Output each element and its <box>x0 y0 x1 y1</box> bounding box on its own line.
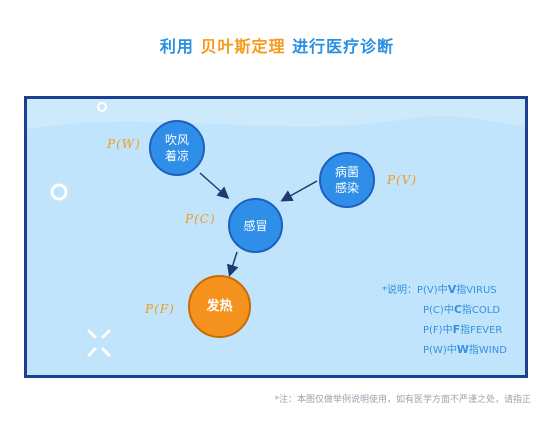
legend-prefix: P(C)中 <box>423 305 454 316</box>
title-highlight: 贝叶斯定理 <box>200 37 286 56</box>
node-wind-line2: 着凉 <box>164 149 189 163</box>
diagram-panel: 吹风 着凉 P(W) 病菌 感染 P(V) 感冒 P(C) 发热 P(F) <box>24 96 528 378</box>
edge-cold-to-fever <box>227 251 239 277</box>
legend-suffix: 指VIRUS <box>456 285 497 296</box>
legend-row-fever: P(F)中F指FEVER <box>382 320 507 340</box>
legend-row-virus: *说明：P(V)中V指VIRUS <box>382 280 507 300</box>
legend-key: V <box>447 283 457 296</box>
legend-row-cold: P(C)中C指COLD <box>382 300 507 320</box>
node-cold: 感冒 <box>228 198 283 253</box>
decor-circle-small <box>97 102 107 112</box>
node-cold-label: 感冒 <box>243 218 268 233</box>
legend-key: C <box>453 303 462 316</box>
legend-row-wind: P(W)中W指WIND <box>382 340 507 360</box>
decor-circle <box>50 183 68 201</box>
edge-virus-to-cold <box>280 180 318 202</box>
legend-prefix: *说明：P(V)中 <box>382 285 448 296</box>
node-wind: 吹风 着凉 <box>149 120 205 176</box>
legend-key: F <box>452 323 461 336</box>
legend-key: W <box>456 343 469 356</box>
legend-suffix: 指COLD <box>461 305 501 316</box>
prob-label-wind: P(W) <box>107 137 141 151</box>
sparkle-icon <box>87 329 111 357</box>
legend-suffix: 指FEVER <box>460 325 503 336</box>
legend-suffix: 指WIND <box>468 345 507 356</box>
prob-label-cold: P(C) <box>185 212 216 226</box>
title-part2: 进行医疗诊断 <box>285 37 395 56</box>
legend-prefix: P(F)中 <box>423 325 453 336</box>
title-part1: 利用 <box>159 37 201 56</box>
prob-label-fever: P(F) <box>145 302 175 316</box>
node-virus-line2: 感染 <box>334 181 359 195</box>
prob-label-virus: P(V) <box>387 173 418 187</box>
page-title: 利用 贝叶斯定理 进行医疗诊断 <box>0 33 554 57</box>
node-fever-label: 发热 <box>206 298 233 314</box>
node-fever: 发热 <box>188 275 251 338</box>
node-wind-line1: 吹风 <box>164 133 189 147</box>
node-virus: 病菌 感染 <box>319 152 375 208</box>
legend: *说明：P(V)中V指VIRUS P(C)中C指COLD P(F)中F指FEVE… <box>382 280 507 360</box>
legend-prefix: P(W)中 <box>423 345 457 356</box>
edge-wind-to-cold <box>199 172 230 199</box>
bayes-network <box>199 172 318 277</box>
node-virus-line1: 病菌 <box>334 165 359 179</box>
footnote: *注：本图仅做举例说明使用，如有医学方面不严谨之处，请指正 <box>274 395 531 405</box>
